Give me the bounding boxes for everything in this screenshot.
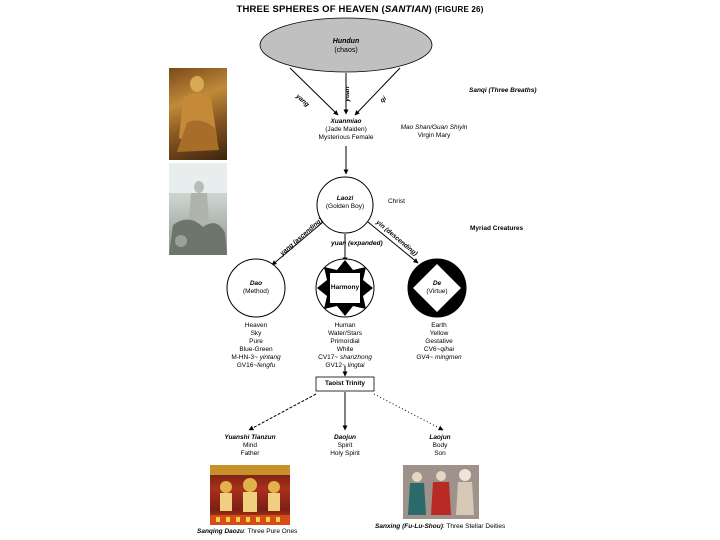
caption-three-stellar-deities: Sanxing (Fu-Lu-Shou): Three Stellar Deit…	[375, 523, 505, 531]
de-diamond	[413, 264, 461, 312]
caption-right-rest: : Three Stellar Deities	[442, 523, 506, 530]
harmony-attr-4: White	[336, 346, 354, 353]
harmony-attr-3: Primordial	[330, 338, 360, 345]
de-name: De	[432, 280, 442, 287]
xuanmiao-line2: Mysterious Female	[318, 134, 374, 141]
sanqi-label: Sanqi (Three Breaths)	[469, 87, 537, 95]
arrow-label-yuan: yuan	[344, 86, 351, 102]
laojun-label: Laojun Body Son	[400, 434, 480, 458]
dao-point-2: GV16~fengfu	[236, 362, 276, 369]
laojun-name: Laojun	[429, 434, 451, 441]
figure-number: (FIGURE 26)	[434, 5, 484, 14]
arrow-to-yuanshi	[248, 393, 317, 431]
arrow-yang	[289, 67, 339, 116]
yuanshi-line1: Mind	[242, 442, 258, 449]
laozi-label: Laozi (Golden Boy)	[315, 195, 375, 211]
de-point-1: CV6~qihai	[423, 346, 455, 353]
laozi-name: Laozi	[336, 195, 354, 202]
arrow-to-laojun	[373, 393, 444, 431]
arrow-qi	[354, 67, 401, 116]
guanyin-statue-photo	[169, 68, 227, 160]
dao-attr-2: Sky	[250, 330, 262, 337]
arrow-to-de	[367, 221, 419, 264]
dao-attr-4: Blue-Green	[239, 346, 273, 353]
daojun-label: Daojun Spirit Holy Spirit	[305, 434, 385, 458]
xuanmiao-label: Xuanmiao (Jade Maiden) Mysterious Female	[296, 118, 396, 142]
de-attributes: Earth Yellow Gestative CV6~qihai GV4~ mi…	[394, 322, 484, 362]
dao-name: Dao	[249, 280, 263, 287]
title-suffix: )	[428, 4, 432, 15]
laozi-sub: (Golden Boy)	[325, 203, 365, 210]
branch-label-center: yuan (expanded)	[331, 240, 383, 248]
harmony-attr-2: Water/Stars	[327, 330, 363, 337]
de-attr-3: Gestative	[425, 338, 453, 345]
hundun-name: Hundun	[332, 38, 360, 45]
harmony-point-2: GV12~ lingtai	[325, 362, 365, 369]
caption-left-rest: : Three Pure Ones	[243, 528, 298, 535]
title-emphasis: SANTIAN	[384, 4, 429, 15]
caption-three-pure-ones: Sanqing Daozu: Three Pure Ones	[197, 528, 297, 536]
hundun-ellipse	[259, 17, 433, 73]
de-attr-1: Earth	[431, 322, 447, 329]
xuanmiao-name: Xuanmiao	[330, 118, 362, 125]
de-sub: (Virtue)	[426, 288, 448, 295]
three-pure-ones-photo	[210, 465, 290, 525]
harmony-name: Harmony	[330, 284, 360, 291]
trinity-box	[315, 376, 375, 392]
de-attr-2: Yellow	[429, 330, 449, 337]
dao-attributes: Heaven Sky Pure Blue-Green M-HN-3~ yinta…	[211, 322, 301, 370]
figure-title: THREE SPHERES OF HEAVEN (SANTIAN) (FIGUR…	[0, 4, 720, 15]
harmony-attributes: Human Water/Stars Primordial White CV17~…	[300, 322, 390, 370]
yuanshi-name: Yuanshi Tianzun	[224, 434, 276, 441]
de-label: De (Virtue)	[407, 280, 467, 296]
daojun-line2: Holy Spirit	[330, 450, 360, 457]
daojun-line1: Spirit	[337, 442, 353, 449]
caption-right-em: Sanxing (Fu-Lu-Shou)	[375, 523, 443, 530]
dao-attr-1: Heaven	[244, 322, 268, 329]
statue-on-rock-photo	[169, 163, 227, 255]
laojun-line1: Body	[432, 442, 448, 449]
hundun-sub: (chaos)	[334, 46, 358, 54]
daojun-name: Daojun	[333, 434, 357, 441]
hundun-label: Hundun (chaos)	[296, 38, 396, 55]
maoshan-label: Mao Shan/Guan Shiyin Virgin Mary	[386, 124, 482, 140]
maoshan-line1: Mao Shan/Guan Shiyin	[400, 124, 468, 131]
caption-left-em: Sanqing Daozu	[197, 528, 244, 535]
laozi-circle	[316, 176, 374, 234]
xuanmiao-line1: (Jade Maiden)	[325, 126, 367, 133]
yuanshi-label: Yuanshi Tianzun Mind Father	[200, 434, 300, 458]
title-prefix: THREE SPHERES OF HEAVEN (	[236, 4, 385, 15]
harmony-square	[330, 273, 360, 303]
three-stellar-deities-photo	[403, 465, 479, 519]
arrow-to-dao	[271, 221, 324, 266]
dao-circle	[226, 258, 286, 318]
dao-label: Dao (Method)	[226, 280, 286, 296]
myriad-creatures-label: Myriad Creatures	[470, 225, 524, 232]
laojun-line2: Son	[434, 450, 446, 457]
branch-center-text: yuan (expanded)	[331, 240, 383, 247]
dao-sub: (Method)	[242, 288, 269, 295]
taoist-trinity-label: Taoist Trinity	[325, 380, 365, 387]
christ-label: Christ	[388, 198, 405, 205]
harmony-attr-1: Human	[334, 322, 356, 329]
de-point-2: GV4~ mingmen	[416, 354, 462, 361]
sanqi-text: Sanqi (Three Breaths)	[469, 87, 537, 94]
dao-attr-3: Pure	[249, 338, 263, 345]
dao-point-1: M-HN-3~ yintang	[231, 354, 281, 361]
maoshan-line2: Virgin Mary	[417, 132, 451, 139]
harmony-point-1: CV17~ shanzhong	[318, 354, 372, 361]
yuanshi-line2: Father	[240, 450, 260, 457]
